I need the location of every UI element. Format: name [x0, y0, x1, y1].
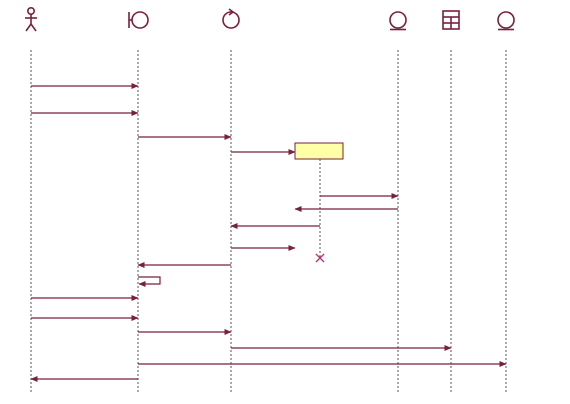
message-m11[interactable] — [138, 276, 161, 287]
created-object-box — [294, 142, 344, 160]
lifeline-actor[interactable] — [25, 7, 37, 392]
lifeline-table[interactable] — [442, 10, 460, 392]
message-arrow — [138, 276, 161, 287]
destroy-mark-icon — [315, 253, 325, 263]
actor-icon — [25, 7, 37, 32]
boundary-icon — [128, 11, 149, 29]
lifeline-entity[interactable] — [389, 11, 407, 392]
table-icon — [442, 10, 460, 30]
control-icon — [222, 8, 240, 29]
lifeline-entity[interactable] — [497, 11, 515, 392]
entity-icon — [389, 11, 407, 31]
lifeline-boundary[interactable] — [128, 11, 149, 392]
entity-icon — [497, 11, 515, 31]
created-object-layer — [294, 142, 344, 263]
lifelines-layer — [25, 7, 515, 392]
messages-layer — [30, 83, 507, 382]
lifeline-control[interactable] — [222, 8, 240, 392]
created-object[interactable] — [294, 142, 344, 263]
